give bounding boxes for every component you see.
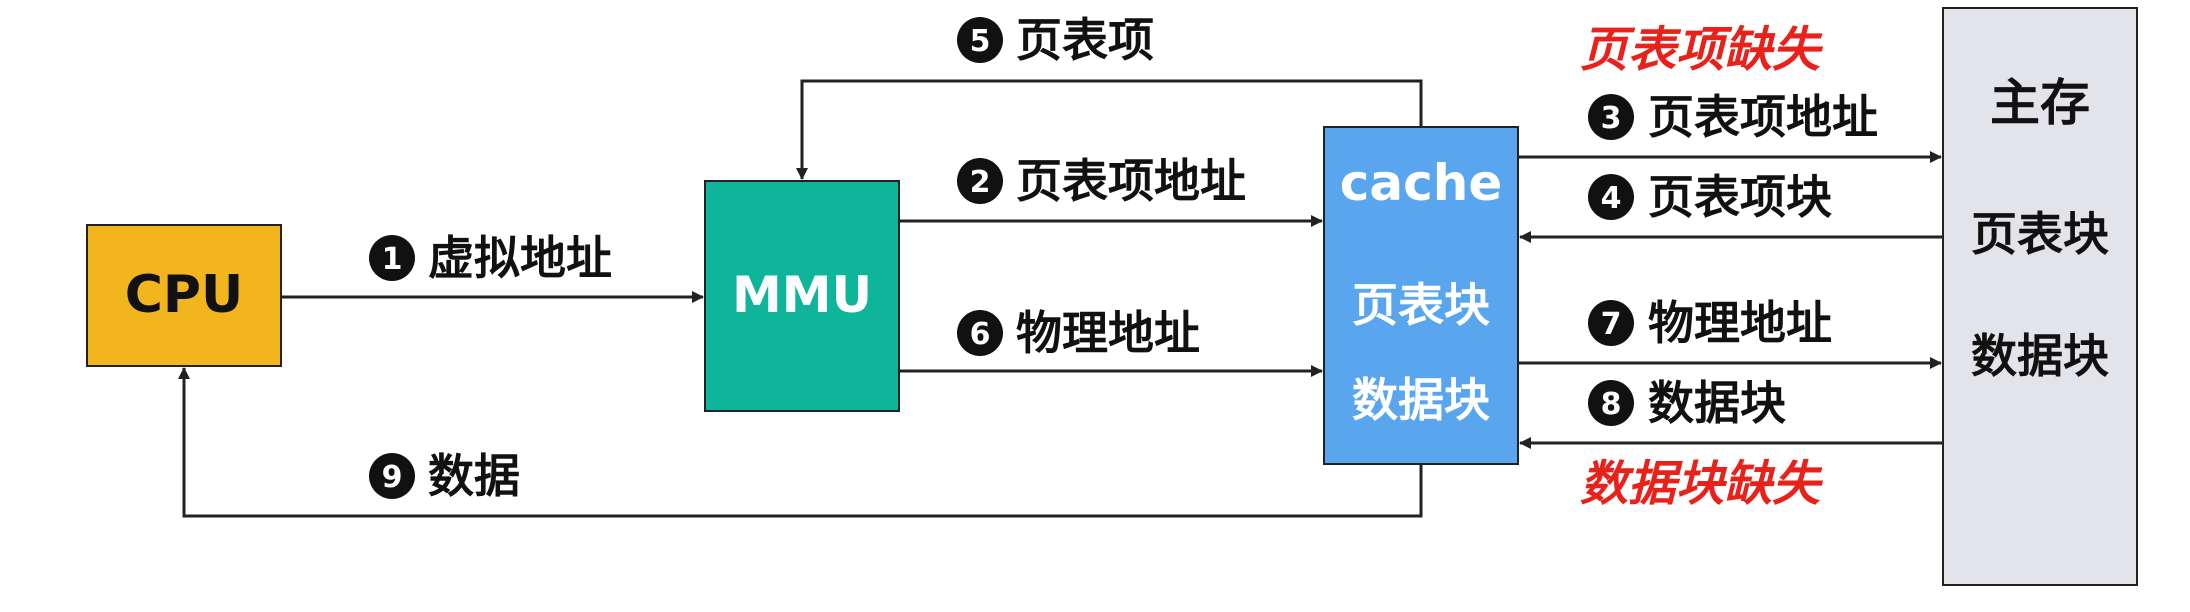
page-table-miss-label: 页表项缺失 [1580, 22, 1824, 78]
step-9-number: 9 [382, 460, 403, 495]
step-8-label: 8 数据块 [1588, 376, 1786, 430]
memory-page-table-block: 页表块 [1971, 207, 2109, 261]
step-3-text: 页表项地址 [1648, 90, 1878, 144]
arrows [178, 79, 1943, 518]
step-5-number: 5 [970, 24, 991, 59]
step-7-label: 7 物理地址 [1588, 296, 1832, 350]
arrow-data [178, 367, 1423, 518]
step-8-text: 数据块 [1648, 376, 1786, 430]
step-4-number: 4 [1601, 181, 1622, 216]
step-5-label: 5 页表项 [957, 13, 1154, 67]
memory-title: 主存 [1990, 74, 2090, 132]
step-1-text: 虚拟地址 [428, 231, 612, 285]
step-6-number: 6 [970, 317, 991, 352]
step-7-text: 物理地址 [1648, 296, 1832, 350]
step-1-number: 1 [382, 242, 403, 277]
arrow-page-table-entry [796, 79, 1423, 180]
step-3-number: 3 [1601, 101, 1622, 136]
step-4-label: 4 页表项块 [1588, 170, 1832, 224]
data-block-miss-label: 数据块缺失 [1580, 456, 1824, 512]
step-9-label: 9 数据 [369, 449, 520, 503]
step-1-label: 1 虚拟地址 [369, 231, 612, 285]
memory-data-block: 数据块 [1971, 329, 2109, 383]
step-3-label: 3 页表项地址 [1588, 90, 1878, 144]
step-5-text: 页表项 [1016, 13, 1154, 67]
cache-page-table-block: 页表块 [1352, 278, 1490, 332]
cache-title: cache [1340, 154, 1503, 212]
step-4-text: 页表项块 [1648, 170, 1832, 224]
step-2-label: 2 页表项地址 [957, 154, 1246, 208]
cache-data-block: 数据块 [1352, 373, 1490, 427]
step-9-text: 数据 [428, 449, 520, 503]
step-6-label: 6 物理地址 [957, 306, 1200, 360]
step-2-text: 页表项地址 [1016, 154, 1246, 208]
mmu-label: MMU [732, 266, 872, 324]
step-2-number: 2 [970, 165, 991, 200]
mmu-box: MMU [704, 180, 900, 412]
main-memory-box: 主存 页表块 数据块 [1942, 7, 2138, 586]
step-7-number: 7 [1601, 307, 1622, 342]
cache-box: cache 页表块 数据块 [1323, 126, 1519, 465]
step-6-text: 物理地址 [1016, 306, 1200, 360]
cpu-box: CPU [86, 224, 282, 367]
step-8-number: 8 [1601, 387, 1622, 422]
cpu-label: CPU [125, 265, 244, 325]
